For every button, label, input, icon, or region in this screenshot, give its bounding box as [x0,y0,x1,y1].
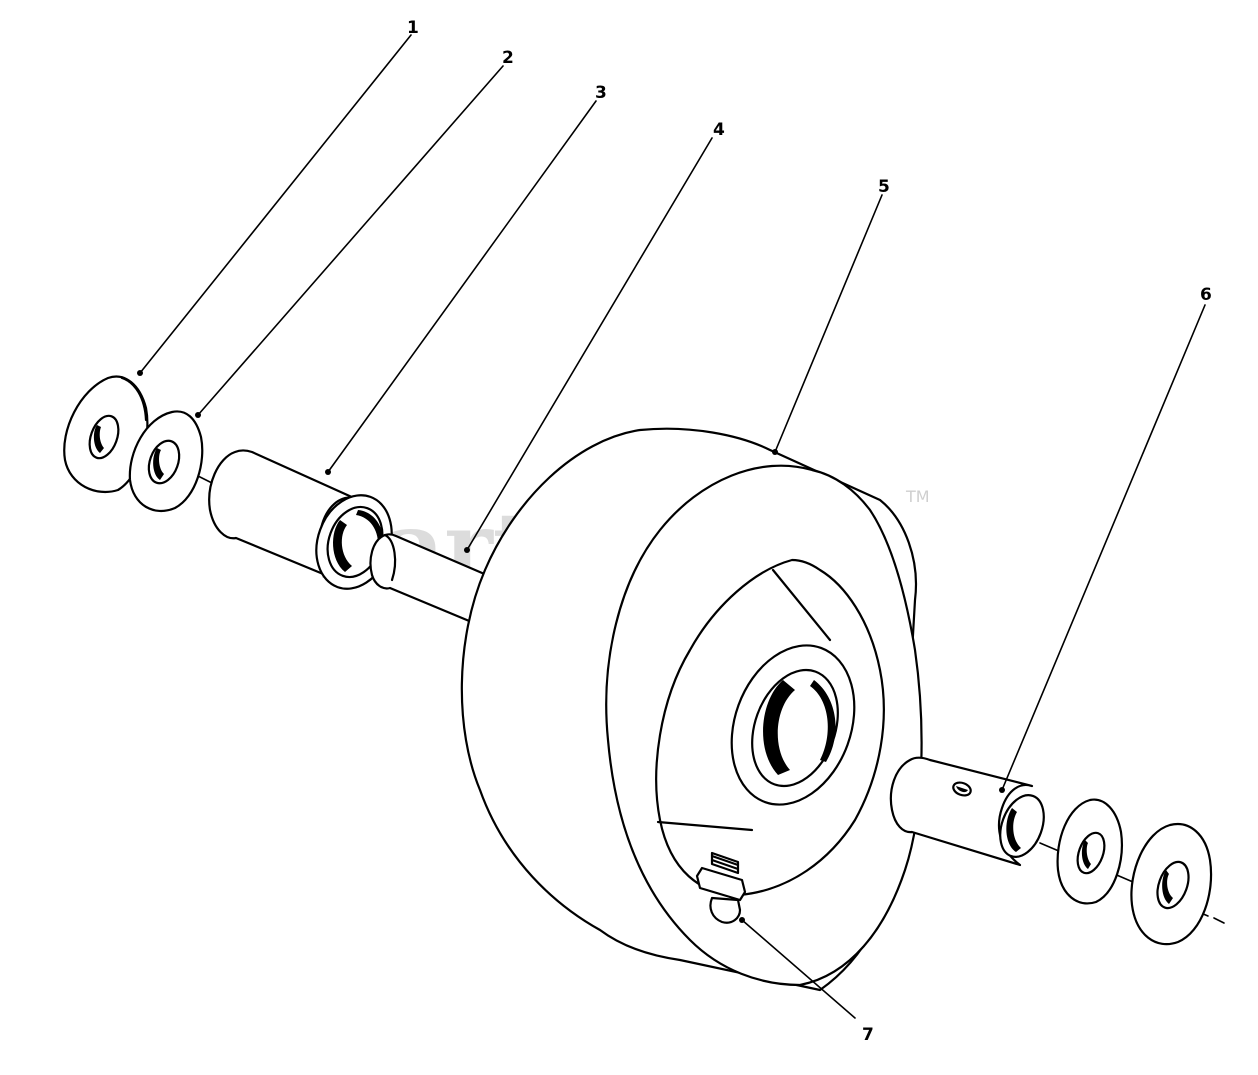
leader-line-3 [327,100,597,473]
leader-line-7 [741,919,856,1019]
callout-1: 1 [407,18,419,38]
leader-line-5 [774,194,883,453]
part-1-washer[interactable] [63,375,149,494]
part-5-wheel[interactable] [460,427,923,992]
part-7-grease-fitting[interactable] [695,851,747,924]
watermark-trademark: TM [905,487,930,506]
callout-5: 5 [878,177,890,197]
leader-line-2 [197,65,504,416]
callout-labels: 1 2 3 4 5 6 7 [407,18,1212,1045]
callout-2: 2 [502,48,514,68]
right-inner-washer[interactable] [1056,798,1123,905]
leader-line-4 [466,137,713,551]
callout-4: 4 [713,120,725,140]
leader-line-1 [139,34,412,374]
leader-line-6 [1001,304,1206,791]
leader-lines [137,34,1206,1019]
callout-7: 7 [862,1025,874,1045]
part-6-spacer-tube[interactable] [889,756,1052,867]
callout-3: 3 [595,83,607,103]
part-2-washer[interactable] [128,410,204,513]
callout-6: 6 [1200,285,1212,305]
right-outer-washer[interactable] [1130,822,1213,946]
